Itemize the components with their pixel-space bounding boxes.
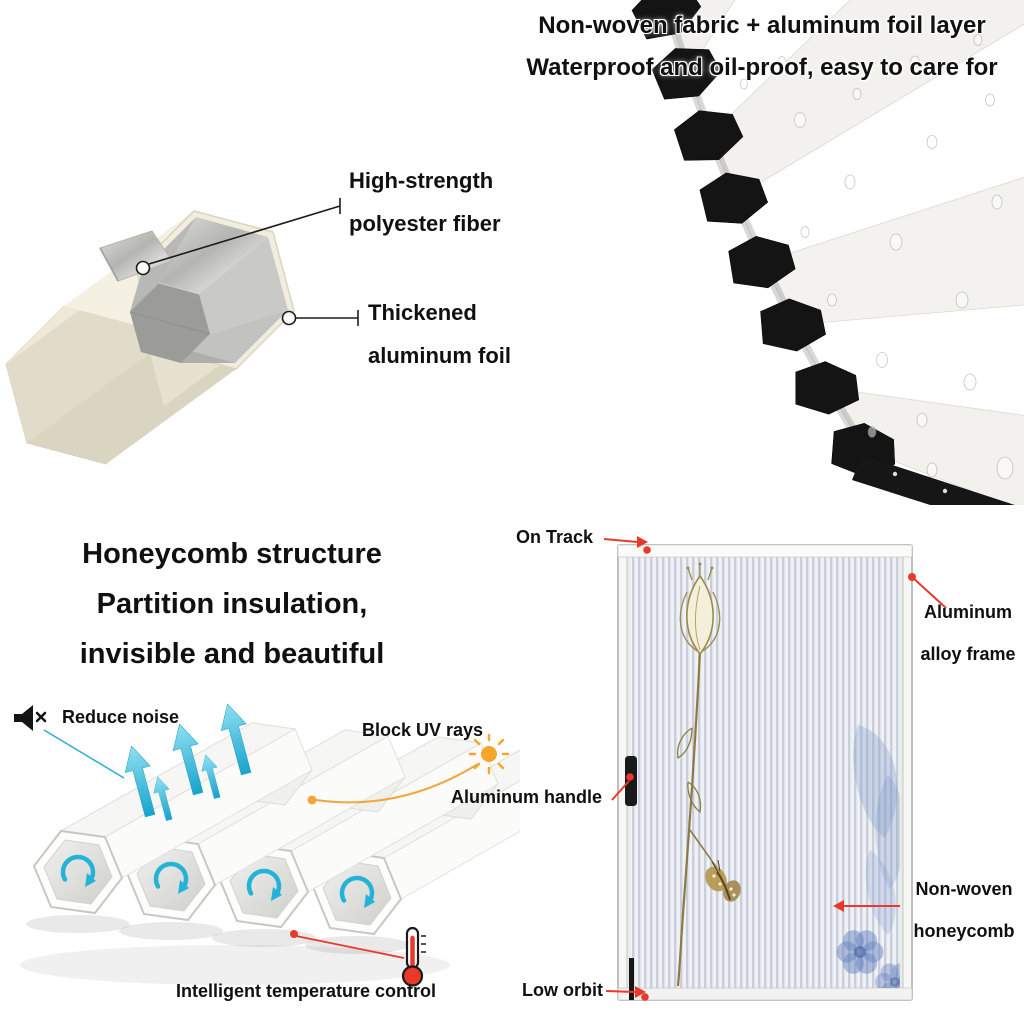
- butterfly: [705, 859, 741, 902]
- top-right-heading-line2: Waterproof and oil-proof, easy to care f…: [526, 54, 998, 81]
- low-orbit-label: Low orbit: [522, 980, 603, 1000]
- hexagonal-tube: [5, 210, 295, 465]
- top-right-heading-line1: Non-woven fabric + aluminum foil layer: [538, 12, 986, 39]
- bottom-rail: [852, 455, 1015, 505]
- reduce-noise-connector: [43, 729, 125, 779]
- track-bar: [629, 958, 634, 1000]
- aluminum-handle: [625, 756, 637, 806]
- block-uv-label: Block UV rays: [362, 720, 484, 740]
- uv-connector: [307, 763, 479, 805]
- speaker-mute-icon: [14, 705, 47, 731]
- honeycomb-label-line1: Non-woven: [915, 879, 1013, 899]
- ground-shadow: [20, 945, 450, 985]
- bottom-left-heading-line3: invisible and beautiful: [79, 638, 385, 670]
- aluminum-frame: [617, 544, 913, 1001]
- red-callouts: [603, 536, 947, 1001]
- shade-artwork: [676, 562, 900, 988]
- polyester-label-line1: High-strength: [349, 168, 494, 193]
- reduce-noise-label: Reduce noise: [62, 707, 180, 727]
- polyester-label-line2: polyester fiber: [349, 211, 501, 236]
- insulation-illustration: [14, 700, 520, 987]
- foil-label-line1: Thickened: [368, 300, 477, 325]
- sun-icon: [468, 733, 510, 775]
- frame-label-line1: Aluminum: [924, 602, 1012, 622]
- bottom-left-heading-line1: Honeycomb structure: [82, 538, 382, 570]
- handle-label: Aluminum handle: [451, 787, 603, 807]
- window-blind-photo: [603, 536, 947, 1001]
- water-droplets: [740, 34, 1014, 480]
- callout-lines: [135, 198, 359, 326]
- temperature-label: Intelligent temperature control: [176, 981, 437, 1001]
- honeycomb-cells: [631, 0, 896, 477]
- frame-label-line2: alloy frame: [920, 644, 1016, 664]
- bottom-left-heading-line2: Partition insulation,: [96, 588, 368, 620]
- cellular-shade-photo: [631, 0, 1024, 505]
- thermometer-icon: [401, 926, 426, 987]
- temperature-connector: [290, 930, 405, 959]
- foil-label-line2: aluminum foil: [368, 343, 511, 368]
- honeycomb-tube-illustration: [5, 198, 359, 465]
- on-track-label: On Track: [516, 527, 594, 547]
- honeycomb-label-line2: honeycomb: [913, 921, 1015, 941]
